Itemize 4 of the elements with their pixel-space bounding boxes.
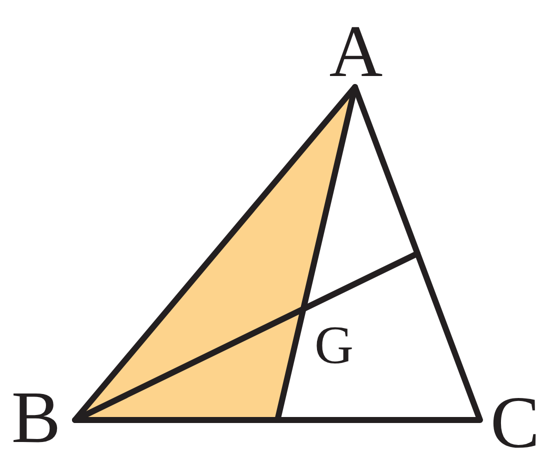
vertex-label: C [490, 386, 540, 460]
vertex-label: A [329, 15, 383, 89]
vertex-label: G [314, 318, 354, 372]
vertex-label: B [11, 381, 61, 455]
